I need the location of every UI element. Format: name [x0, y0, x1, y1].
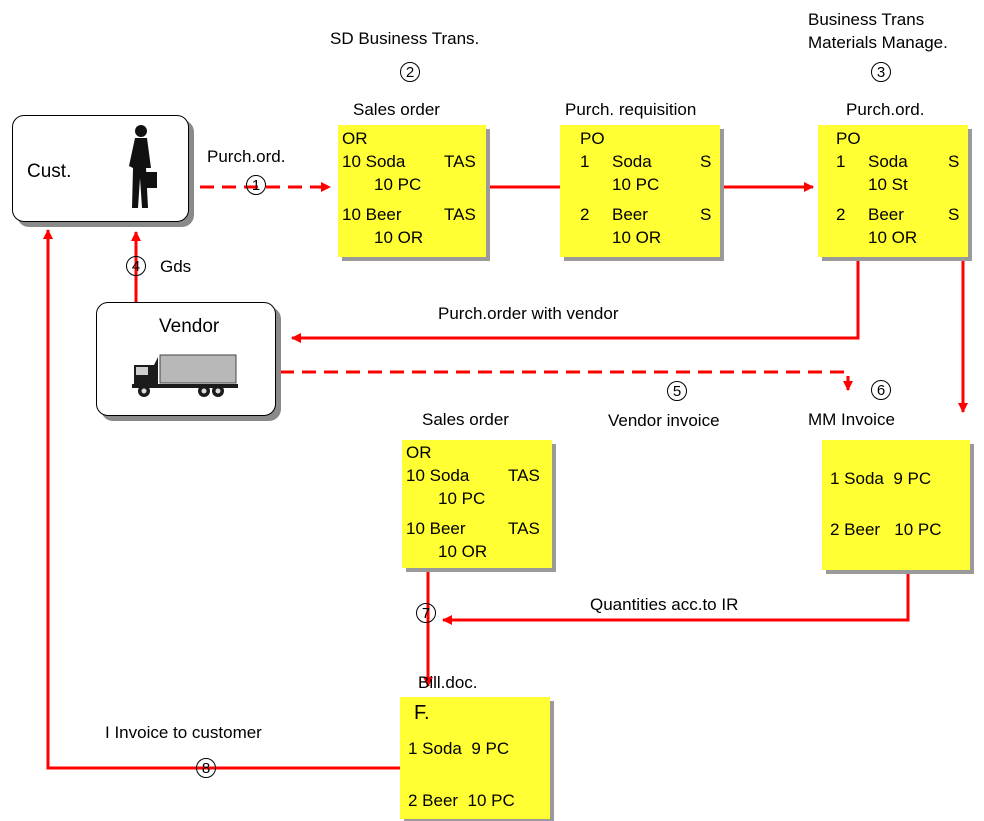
step-number-5: 5	[667, 381, 687, 401]
heading-mm-business-1: Business Trans	[808, 10, 925, 29]
flow-label-gds: Gds	[160, 257, 192, 276]
purch-ord-box: PO 1 Soda S 10 St 2 Beer S 10 OR	[818, 125, 968, 257]
heading-sd-business: SD Business Trans.	[330, 29, 480, 48]
customer-box: Cust.	[12, 115, 189, 222]
customer-label: Cust.	[27, 161, 72, 182]
heading-purch-requisition: Purch. requisition	[565, 100, 697, 119]
purch-requisition-box: PO 1 Soda S 10 PC 2 Beer S 10 OR	[560, 125, 720, 257]
flow-quantities	[442, 572, 910, 625]
step-number-3: 3	[871, 62, 891, 82]
heading-purch-ord: Purch.ord.	[846, 100, 925, 119]
flow-label-purch-order-vendor: Purch.order with vendor	[438, 304, 619, 323]
mm-invoice-box: 1 Soda 9 PC 2 Beer 10 PC	[822, 440, 970, 570]
person-icon	[129, 125, 157, 208]
flow-label-vendor-invoice: Vendor invoice	[608, 411, 720, 430]
flow-po-to-vendor	[291, 258, 860, 343]
step-number-6: 6	[871, 380, 891, 400]
step-number-7: 7	[416, 603, 436, 623]
sales-order-box-mid: OR 10 Soda TAS 10 PC 10 Beer TAS 10 OR	[402, 440, 552, 568]
flow-label-quantities: Quantities acc.to IR	[590, 595, 739, 614]
heading-mm-business-2: Materials Manage.	[808, 33, 948, 52]
flow-invoice-to-customer	[43, 229, 400, 770]
heading-sales-order-mid: Sales order	[422, 410, 509, 429]
step-number-2: 2	[400, 62, 420, 82]
truck-icon	[132, 354, 238, 397]
sales-order-box-top: OR 10 Soda TAS 10 PC 10 Beer TAS 10 OR	[338, 125, 486, 257]
flow-label-invoice-customer: I Invoice to customer	[105, 723, 262, 742]
heading-bill-doc: Bill.doc.	[418, 673, 478, 692]
heading-sales-order-top: Sales order	[353, 100, 440, 119]
flow-label-purch-ord: Purch.ord.	[207, 147, 286, 166]
vendor-label: Vendor	[159, 316, 220, 337]
vendor-box: Vendor	[96, 302, 276, 416]
bill-doc-box: F. 1 Soda 9 PC 2 Beer 10 PC	[400, 697, 550, 819]
step-number-4: 4	[126, 256, 146, 276]
step-number-1: 1	[246, 175, 266, 195]
step-number-8: 8	[196, 758, 216, 778]
flow-vendor-invoice-dashed	[280, 370, 853, 391]
heading-mm-invoice: MM Invoice	[808, 410, 895, 429]
